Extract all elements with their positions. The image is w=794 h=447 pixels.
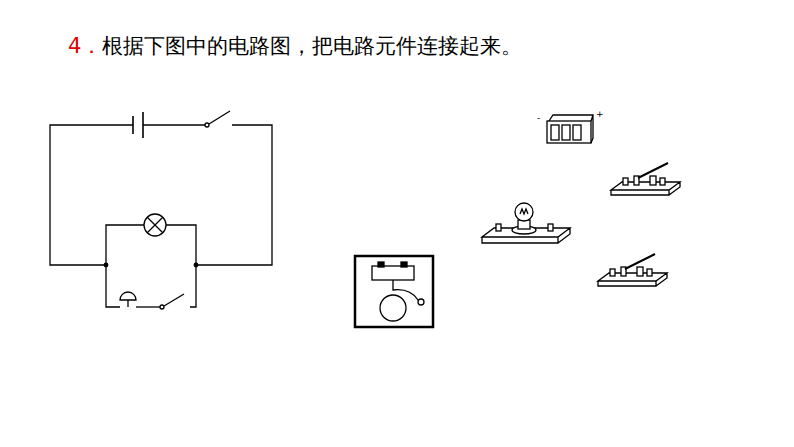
- terminal-sign: -: [537, 114, 540, 123]
- electric-bell: [355, 256, 433, 327]
- question-title: 4．根据下图中的电路图，把电路元件连接起来。: [68, 32, 522, 60]
- circuit-schematic: [50, 111, 272, 309]
- lamp-on-base: [482, 203, 570, 243]
- terminal-sign: +: [596, 110, 604, 119]
- battery-box: [547, 115, 593, 143]
- knife-switch: [598, 254, 667, 286]
- knife-switch: [611, 163, 680, 195]
